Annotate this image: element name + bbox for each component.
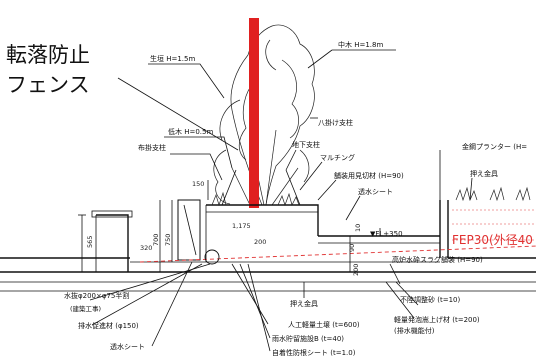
leader-lines — [89, 49, 473, 352]
label-keiryo: 軽量発泡嵩上げ材 (t=200) — [394, 315, 480, 324]
label-fep: FEP30(外径40 — [452, 233, 533, 247]
callout-line1: 転落防止 — [6, 43, 90, 67]
label-chika: 地下支柱 — [292, 140, 320, 149]
label-suibiki: 水抜φ200×φ75半割 — [64, 291, 129, 300]
dim-90: 90 — [348, 244, 356, 252]
label-jichaku: 自着性防根シート (t=1.0) — [272, 348, 356, 357]
label-hakake: 八掛け支柱 — [318, 118, 353, 127]
label-chuboku: 中木 H=1.8m — [338, 40, 383, 49]
label-slag: 高炉水砕スラグ舗装 (H=90) — [392, 255, 483, 264]
label-usui: 雨水貯留施設B (t=40) — [272, 334, 344, 343]
dim-320: 320 — [140, 244, 152, 252]
label-jinkou: 人工軽量土壌 (t=600) — [288, 320, 360, 329]
label-teiboku: 低木 H=0.5m — [168, 127, 213, 136]
label-haisui: 排水促進材 (φ150) — [78, 321, 139, 330]
tree-foliage — [213, 24, 315, 206]
dim-750: 750 — [164, 234, 172, 246]
label-mulching: マルチング — [320, 153, 355, 162]
label-nunokake: 布掛支柱 — [138, 143, 166, 152]
dimension-lines — [78, 180, 351, 273]
label-planter: 金鋼プランター (H= — [462, 142, 527, 151]
callout-line2: フェンス — [6, 73, 90, 97]
label-fl: ▼FL+350 — [370, 230, 403, 238]
label-osae: 押え金具 — [470, 169, 498, 178]
label-tousui2: 透水シート — [110, 342, 145, 351]
dim-150: 150 — [192, 180, 204, 188]
label-suibiki2: (建築工事) — [70, 304, 101, 313]
callout-leader — [117, 77, 239, 151]
dim-200b: 200 — [352, 264, 360, 276]
dim-10: 10 — [354, 224, 362, 232]
label-kiri: 舗装用見切材 (H=90) — [334, 171, 404, 180]
label-haisui-kinou: (排水機能付) — [394, 326, 435, 335]
label-ikegaki: 生垣 H=1.5m — [150, 54, 195, 63]
dim-700: 700 — [152, 234, 160, 246]
structure — [0, 169, 536, 292]
dim-565: 565 — [86, 236, 94, 248]
label-osae2: 押え金具 — [290, 299, 318, 308]
label-fujun: 不陸調整砂 (t=10) — [400, 295, 460, 304]
label-tousui: 透水シート — [358, 187, 393, 196]
fall-prevention-fence — [249, 18, 259, 208]
dim-200: 200 — [254, 238, 266, 246]
dim-1175: 1,175 — [232, 222, 251, 230]
